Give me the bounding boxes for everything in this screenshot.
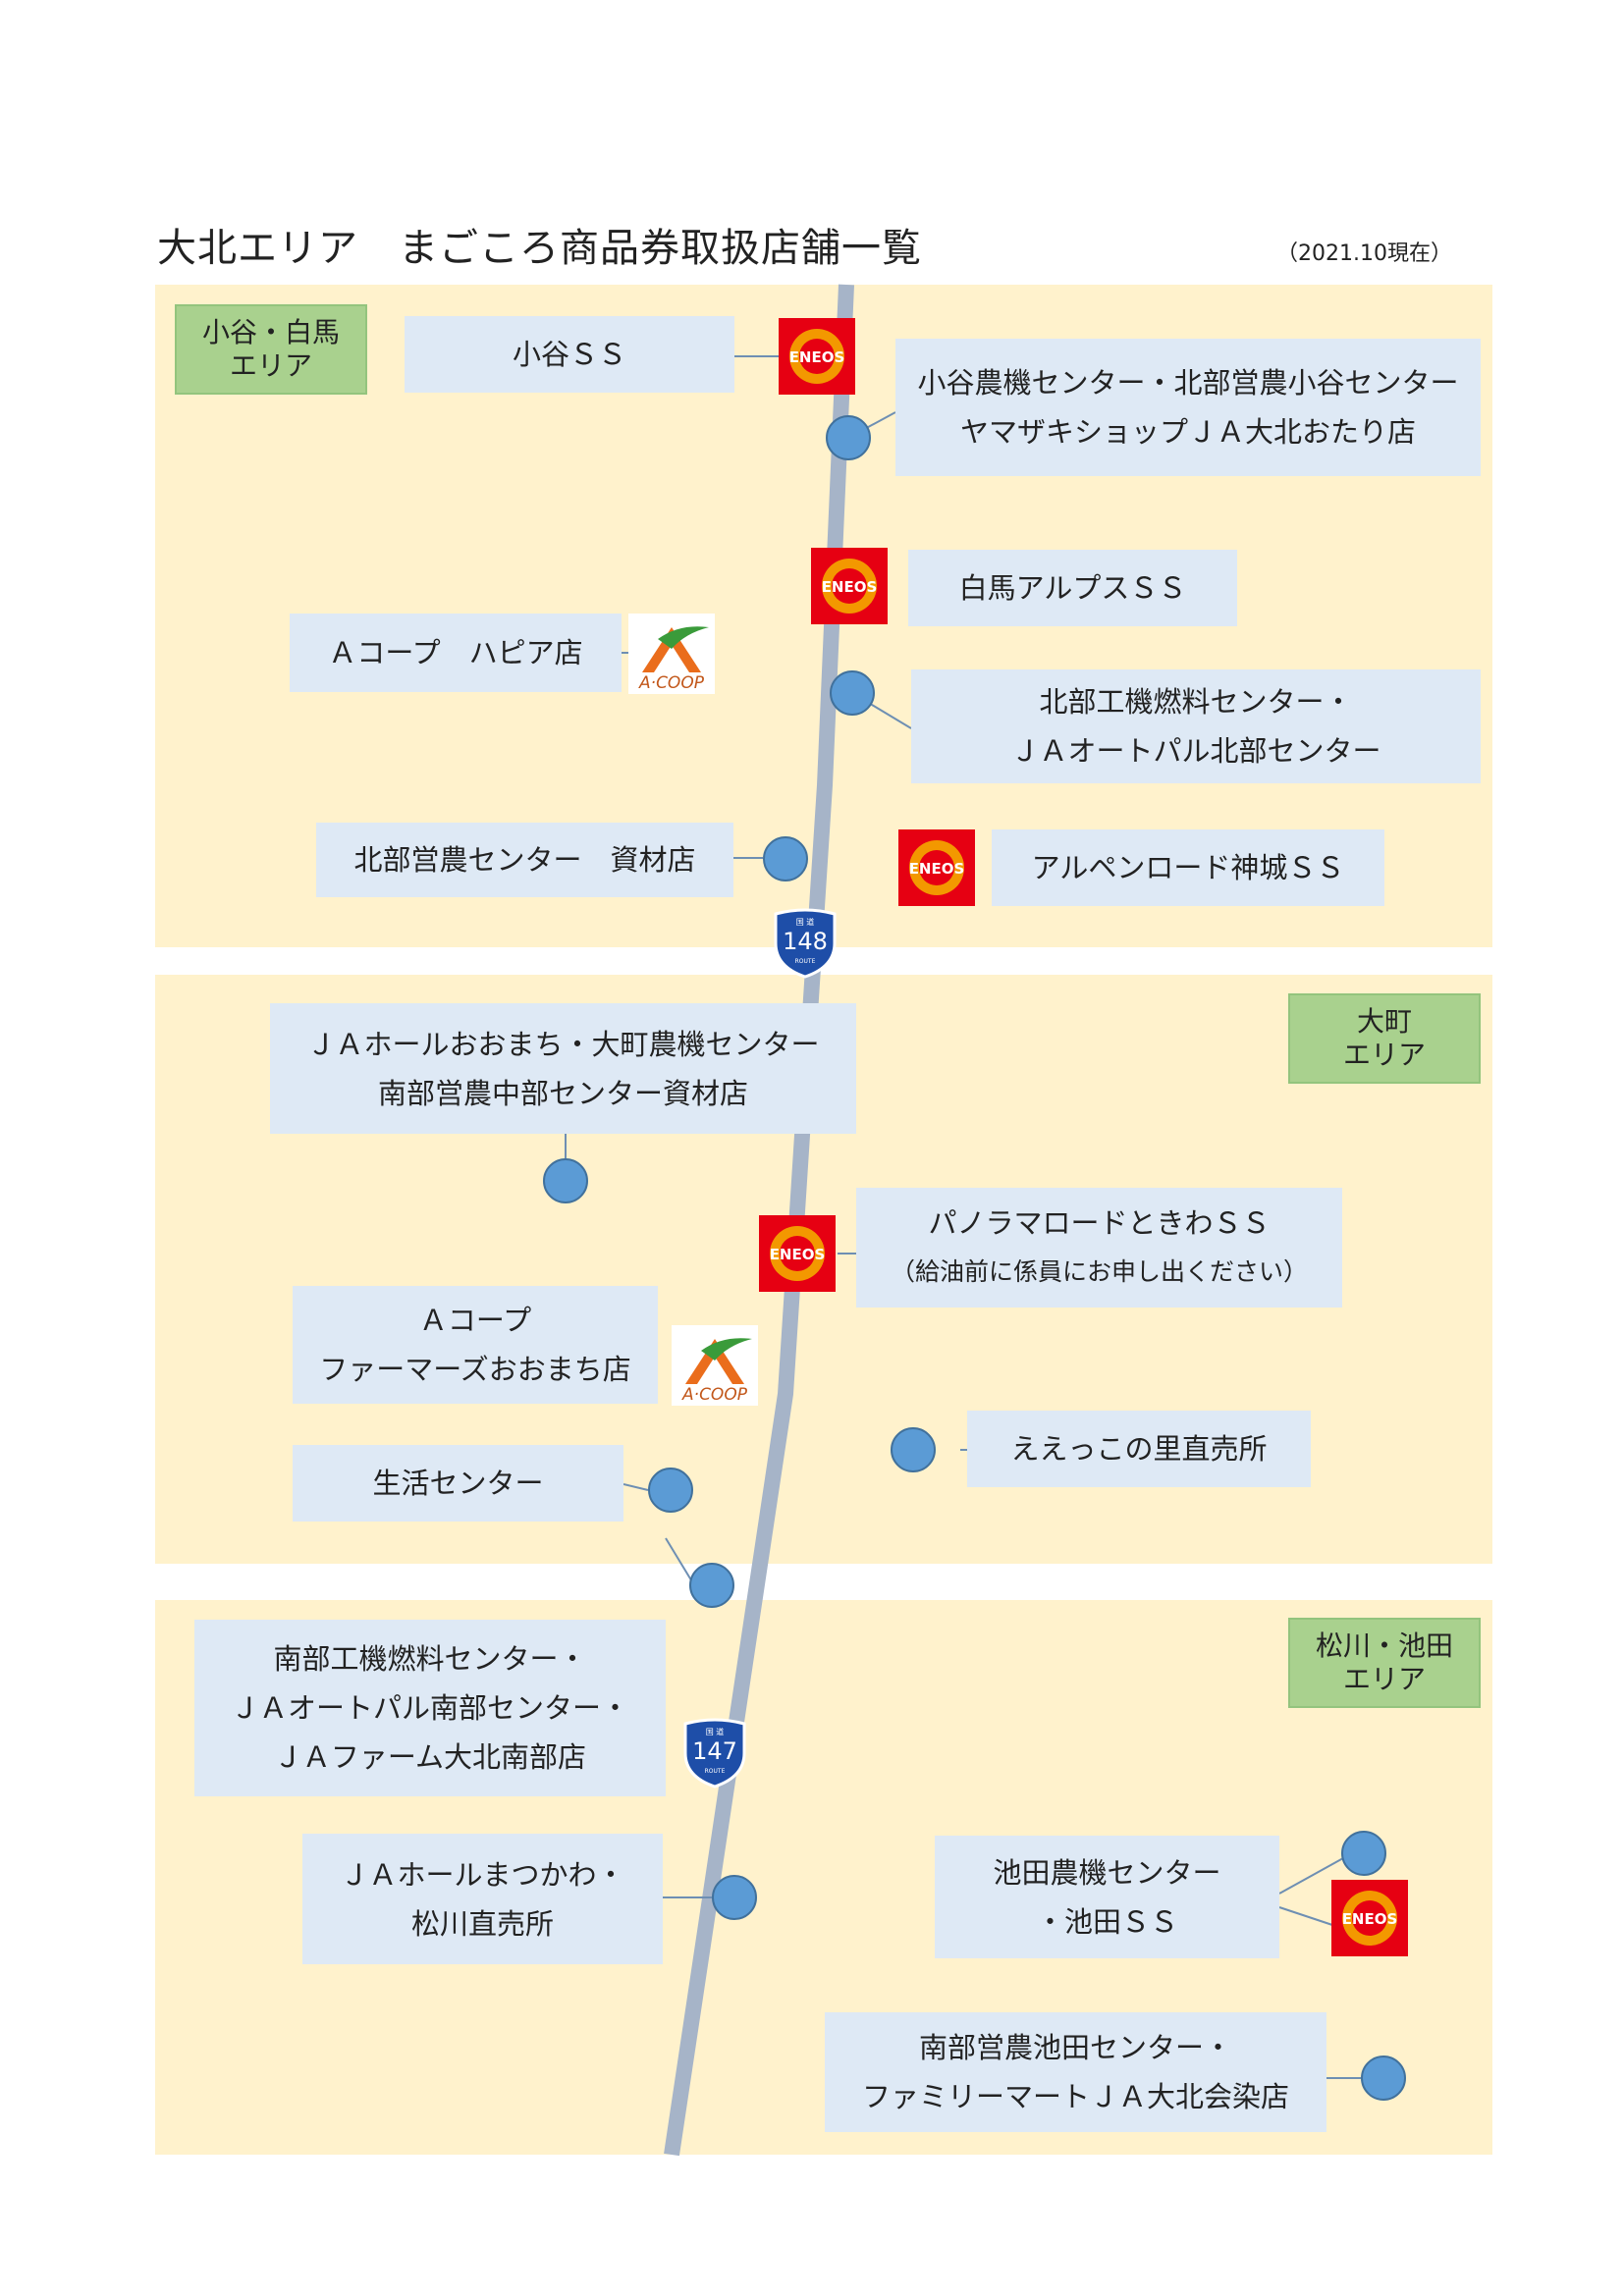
location-marker bbox=[543, 1158, 588, 1203]
connector-lines bbox=[565, 355, 1361, 2079]
store-label: 北部営農センター 資材店 bbox=[353, 843, 696, 877]
store-label: 小谷農機センター・北部営農小谷センター bbox=[917, 366, 1459, 400]
store-alpen-road-ss: アルペンロード神城ＳＳ bbox=[992, 829, 1384, 906]
store-acoop-farmers: Ａコープ ファーマーズおおまち店 bbox=[293, 1286, 658, 1404]
area-badge-matsukawa-ikeda: 松川・池田 エリア bbox=[1288, 1618, 1481, 1708]
location-marker bbox=[648, 1468, 693, 1513]
location-marker bbox=[891, 1427, 936, 1472]
store-label: 南部工機燃料センター・ bbox=[273, 1642, 587, 1676]
eneos-logo-icon: ENEOS bbox=[811, 548, 888, 624]
location-marker bbox=[830, 670, 875, 716]
location-marker bbox=[763, 836, 808, 881]
store-otari-center: 小谷農機センター・北部営農小谷センター ヤマザキショップＪＡ大北おたり店 bbox=[895, 339, 1481, 476]
location-marker bbox=[712, 1875, 757, 1920]
store-label: アルペンロード神城ＳＳ bbox=[1031, 851, 1345, 884]
area-badge-omachi: 大町 エリア bbox=[1288, 993, 1481, 1084]
store-label: ＪＡオートパル南部センター・ bbox=[230, 1691, 629, 1725]
store-nanbu-koki: 南部工機燃料センター・ ＪＡオートパル南部センター・ ＪＡファーム大北南部店 bbox=[194, 1620, 666, 1796]
store-label: パノラマロードときわＳＳ bbox=[928, 1206, 1271, 1240]
store-label: ヤマザキショップＪＡ大北おたり店 bbox=[959, 415, 1416, 449]
store-hokubu-einou: 北部営農センター 資材店 bbox=[316, 823, 733, 897]
acoop-logo-icon: A·COOP bbox=[628, 614, 715, 694]
store-hokubu-koki: 北部工機燃料センター・ ＪＡオートパル北部センター bbox=[911, 669, 1481, 783]
eneos-logo-icon: ENEOS bbox=[759, 1215, 836, 1292]
store-label: ファミリーマートＪＡ大北会染店 bbox=[861, 2080, 1289, 2113]
route-number: 147 bbox=[692, 1737, 737, 1765]
eneos-logo-icon: ENEOS bbox=[779, 318, 855, 395]
store-note: （給油前に係員にお申し出ください） bbox=[890, 1257, 1308, 1286]
eneos-logo-text: ENEOS bbox=[909, 860, 965, 878]
eneos-logo-text: ENEOS bbox=[770, 1246, 826, 1263]
store-label: 北部工機燃料センター・ bbox=[1039, 685, 1353, 719]
store-ja-hall-matsukawa: ＪＡホールまつかわ・ 松川直売所 bbox=[302, 1834, 663, 1964]
store-label: ファーマーズおおまち店 bbox=[319, 1353, 631, 1386]
route-148-shield-icon: 国 道 148 ROUTE bbox=[774, 908, 837, 979]
location-marker bbox=[1361, 2056, 1406, 2101]
store-label: 南部営農中部センター資材店 bbox=[377, 1076, 748, 1110]
location-marker bbox=[689, 1563, 734, 1608]
store-label: ＪＡオートパル北部センター bbox=[1010, 734, 1381, 768]
area-badge-otari-hakuba: 小谷・白馬 エリア bbox=[175, 304, 367, 395]
acoop-logo-text: A·COOP bbox=[638, 673, 705, 693]
page-title: 大北エリア まごころ商品券取扱店舗一覧 bbox=[157, 226, 922, 271]
store-label: 南部営農池田センター・ bbox=[918, 2031, 1232, 2064]
location-marker bbox=[1341, 1831, 1386, 1876]
route-147-shield-icon: 国 道 147 ROUTE bbox=[683, 1718, 746, 1789]
store-label: 生活センター bbox=[372, 1467, 544, 1500]
store-label: 池田農機センター bbox=[993, 1855, 1221, 1890]
store-label: 白馬アルプスＳＳ bbox=[958, 571, 1187, 605]
store-acoop-hapia: Ａコープ ハピア店 bbox=[290, 614, 622, 692]
store-seikatsu-center: 生活センター bbox=[293, 1445, 623, 1522]
eneos-logo-text: ENEOS bbox=[822, 578, 878, 596]
store-otari-ss: 小谷ＳＳ bbox=[405, 316, 734, 393]
store-label: ＪＡホールおおまち・大町農機センター bbox=[306, 1027, 820, 1061]
store-label: 松川直売所 bbox=[410, 1906, 554, 1941]
store-ja-hall-omachi: ＪＡホールおおまち・大町農機センター 南部営農中部センター資材店 bbox=[270, 1003, 856, 1134]
acoop-logo-text: A·COOP bbox=[681, 1385, 748, 1405]
store-ikeda-center: 池田農機センター ・池田ＳＳ bbox=[935, 1836, 1279, 1958]
route-kokudo-label: 国 道 bbox=[796, 917, 815, 927]
store-label: ・池田ＳＳ bbox=[1035, 1904, 1178, 1939]
route-kokudo-label: 国 道 bbox=[706, 1727, 725, 1736]
store-label: Ａコープ ハピア店 bbox=[328, 636, 583, 669]
store-label: ＪＡファーム大北南部店 bbox=[273, 1740, 587, 1774]
store-hakuba-alps-ss: 白馬アルプスＳＳ bbox=[908, 550, 1237, 626]
location-marker bbox=[826, 415, 871, 460]
store-label: 小谷ＳＳ bbox=[512, 338, 626, 371]
date-note: （2021.10現在） bbox=[1276, 241, 1452, 266]
store-panorama-road-ss: パノラマロードときわＳＳ （給油前に係員にお申し出ください） bbox=[856, 1188, 1342, 1308]
store-label: ＪＡホールまつかわ・ bbox=[340, 1857, 625, 1892]
eneos-logo-text: ENEOS bbox=[1342, 1910, 1398, 1928]
eneos-logo-icon: ENEOS bbox=[898, 829, 975, 906]
eneos-logo-text: ENEOS bbox=[789, 348, 845, 366]
eneos-logo-icon: ENEOS bbox=[1331, 1880, 1408, 1956]
acoop-logo-icon: A·COOP bbox=[672, 1325, 758, 1406]
route-number: 148 bbox=[783, 928, 828, 955]
store-label: Ａコープ bbox=[418, 1304, 532, 1337]
route-caption: ROUTE bbox=[705, 1768, 726, 1775]
store-nanbu-ikeda: 南部営農池田センター・ ファミリーマートＪＡ大北会染店 bbox=[825, 2012, 1326, 2132]
route-caption: ROUTE bbox=[795, 958, 816, 965]
store-label: ええっこの里直売所 bbox=[1010, 1432, 1268, 1466]
store-eekko-no-sato: ええっこの里直売所 bbox=[967, 1411, 1311, 1487]
